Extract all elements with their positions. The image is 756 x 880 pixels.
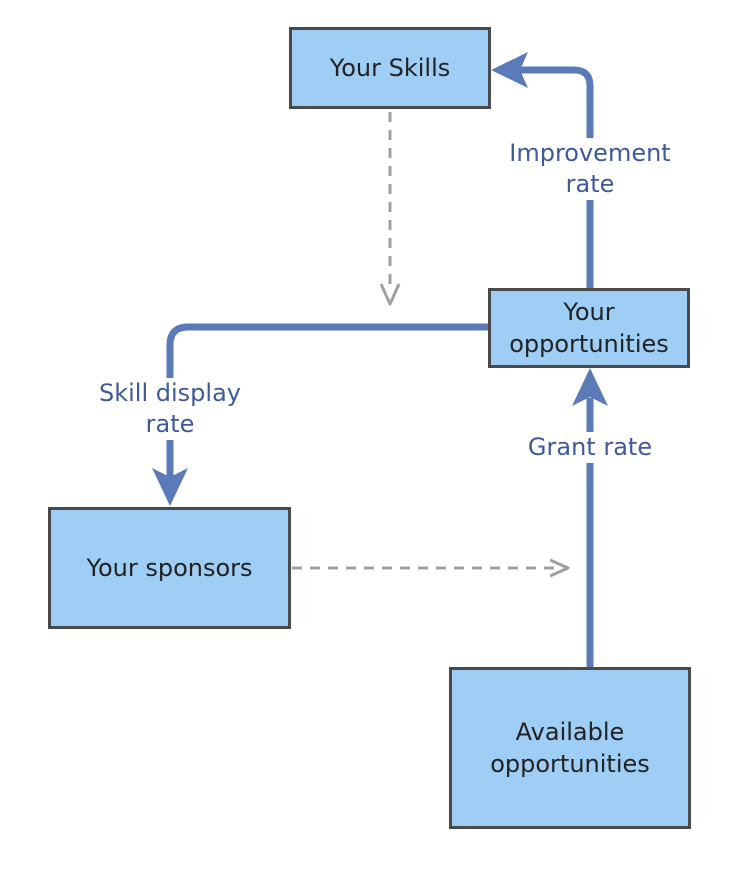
node-your-sponsors-label: Your sponsors — [86, 554, 253, 582]
dashed-arrowhead-right — [549, 558, 570, 578]
node-available-opportunities: Available opportunities — [449, 667, 691, 829]
arrowhead-skill-display — [152, 468, 188, 506]
edge-label-grant-rate: Grant rate — [510, 432, 670, 463]
node-your-opportunities: Your opportunities — [488, 288, 690, 368]
node-your-opportunities-label: Your opportunities — [509, 298, 669, 358]
edge-label-skill-display-rate: Skill display rate — [80, 378, 260, 440]
flow-skill-display — [166, 323, 489, 478]
node-your-skills: Your Skills — [289, 27, 491, 109]
arrowhead-grant — [572, 368, 608, 406]
dashed-arrowhead-down — [379, 283, 401, 306]
arrowhead-improvement — [491, 52, 528, 88]
edge-label-improvement-rate: Improvement rate — [495, 138, 685, 200]
node-your-skills-label: Your Skills — [329, 54, 451, 82]
node-your-sponsors: Your sponsors — [48, 507, 291, 629]
node-available-opportunities-label: Available opportunities — [490, 718, 650, 778]
flow-improvement — [520, 66, 594, 288]
